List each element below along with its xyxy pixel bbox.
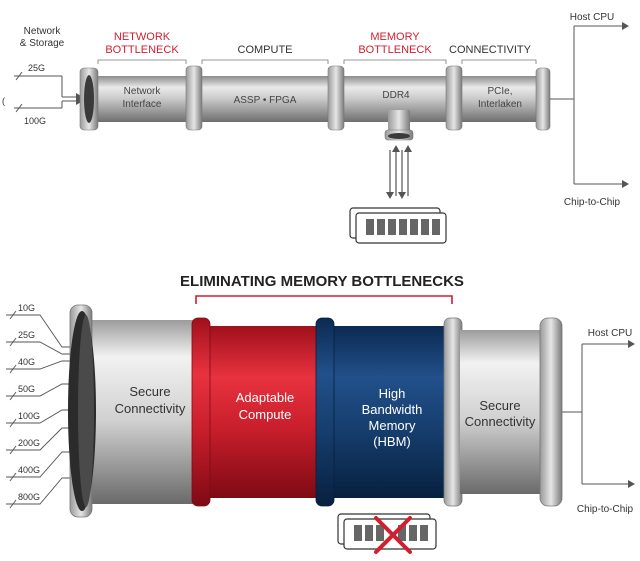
memory-bottleneck-label-line1: MEMORY: [370, 31, 420, 43]
top-host-cpu-label: Host CPU: [570, 12, 614, 23]
segment-hbm: [315, 317, 463, 507]
secure-left-line1: Secure: [129, 384, 170, 399]
rate-tick-mark: [9, 445, 17, 455]
rate-input-line: [6, 451, 74, 478]
segment-adaptable-compute: [191, 317, 317, 507]
top-rate-100g: 100G: [24, 116, 46, 126]
rate-tick-mark: [9, 337, 17, 347]
top-rate-25g: 25G: [28, 63, 45, 73]
top-pipe-flanges: [79, 65, 551, 131]
pcie-text-line1: PCIe,: [487, 86, 512, 97]
top-section-brackets: [97, 59, 537, 64]
hbm-line2: Bandwidth: [362, 402, 423, 417]
network-bottleneck-label-line1: NETWORK: [114, 31, 171, 43]
network-interface-text-line1: Network: [124, 86, 162, 97]
secure-right-line2: Connectivity: [465, 414, 536, 429]
bottom-rate-labels: 10G 25G 40G 50G 100G 200G 400G 800G: [18, 303, 40, 502]
compute-label: COMPUTE: [238, 44, 293, 56]
network-storage-label-line2: & Storage: [20, 38, 65, 49]
adaptable-line1: Adaptable: [236, 390, 295, 405]
top-diagram: Network & Storage 25G 100G (: [2, 12, 629, 244]
top-output-lines: [550, 22, 629, 188]
secure-left-line2: Connectivity: [115, 401, 186, 416]
ddr4-tee-pipe: [384, 110, 414, 141]
secure-right-line1: Secure: [479, 398, 520, 413]
adaptable-line2: Compute: [239, 407, 292, 422]
rate-input-line: [6, 477, 74, 505]
rate-tick-mark: [9, 499, 17, 509]
rate-input-line: [6, 314, 74, 348]
rate-tick-mark: [9, 310, 17, 320]
rate-tick-mark: [9, 418, 17, 428]
memory-module-crossed-icon: [337, 513, 437, 554]
hbm-line1: High: [379, 386, 406, 401]
title-bracket: [195, 295, 453, 304]
rate-input-line: [6, 409, 74, 424]
hbm-line3: Memory: [369, 418, 416, 433]
top-pipe-body: [88, 76, 540, 122]
segment-secure-connectivity-right: [460, 317, 563, 507]
bottom-rate-label: 40G: [18, 357, 35, 367]
bottom-rate-label: 25G: [18, 330, 35, 340]
hbm-line4: (HBM): [373, 434, 411, 449]
bottom-input-lines: [6, 310, 74, 509]
top-input-lines: [14, 71, 83, 113]
bottom-diagram: ELIMINATING MEMORY BOTTLENECKS 10G 25G 40G…: [6, 273, 635, 554]
connectivity-label: CONNECTIVITY: [449, 44, 532, 56]
bottom-rate-label: 50G: [18, 384, 35, 394]
rate-tick-mark: [9, 391, 17, 401]
assp-fpga-text: ASSP • FPGA: [234, 95, 297, 106]
rate-input-line: [6, 341, 74, 355]
segment-secure-connectivity-left: [68, 304, 200, 518]
bottom-chip-to-chip-label: Chip-to-Chip: [577, 504, 634, 515]
rate-input-line: [6, 360, 74, 370]
top-chip-to-chip-label: Chip-to-Chip: [564, 197, 621, 208]
rate-input-line: [6, 383, 74, 397]
bottom-rate-label: 10G: [18, 303, 35, 313]
bottom-rate-label: 800G: [18, 492, 40, 502]
pcie-text-line2: Interlaken: [478, 99, 522, 110]
top-left-mark: (: [2, 96, 5, 106]
rate-tick-mark: [9, 472, 17, 482]
network-bottleneck-label-line2: BOTTLENECK: [105, 44, 179, 56]
ddr4-memory-arrows: [386, 145, 412, 199]
bottom-rate-label: 400G: [18, 465, 40, 475]
ddr4-text: DDR4: [382, 90, 410, 101]
network-storage-label-line1: Network: [24, 26, 62, 37]
network-interface-text-line2: Interface: [123, 99, 162, 110]
bottom-output-lines: [562, 340, 635, 488]
bottom-rate-label: 100G: [18, 411, 40, 421]
rate-input-line: [6, 427, 74, 451]
rate-tick-mark: [9, 364, 17, 374]
memory-module-icon: [349, 207, 447, 244]
bottom-host-cpu-label: Host CPU: [588, 328, 632, 339]
memory-bottleneck-label-line2: BOTTLENECK: [358, 44, 432, 56]
eliminating-title: ELIMINATING MEMORY BOTTLENECKS: [180, 273, 464, 290]
bottom-rate-label: 200G: [18, 438, 40, 448]
